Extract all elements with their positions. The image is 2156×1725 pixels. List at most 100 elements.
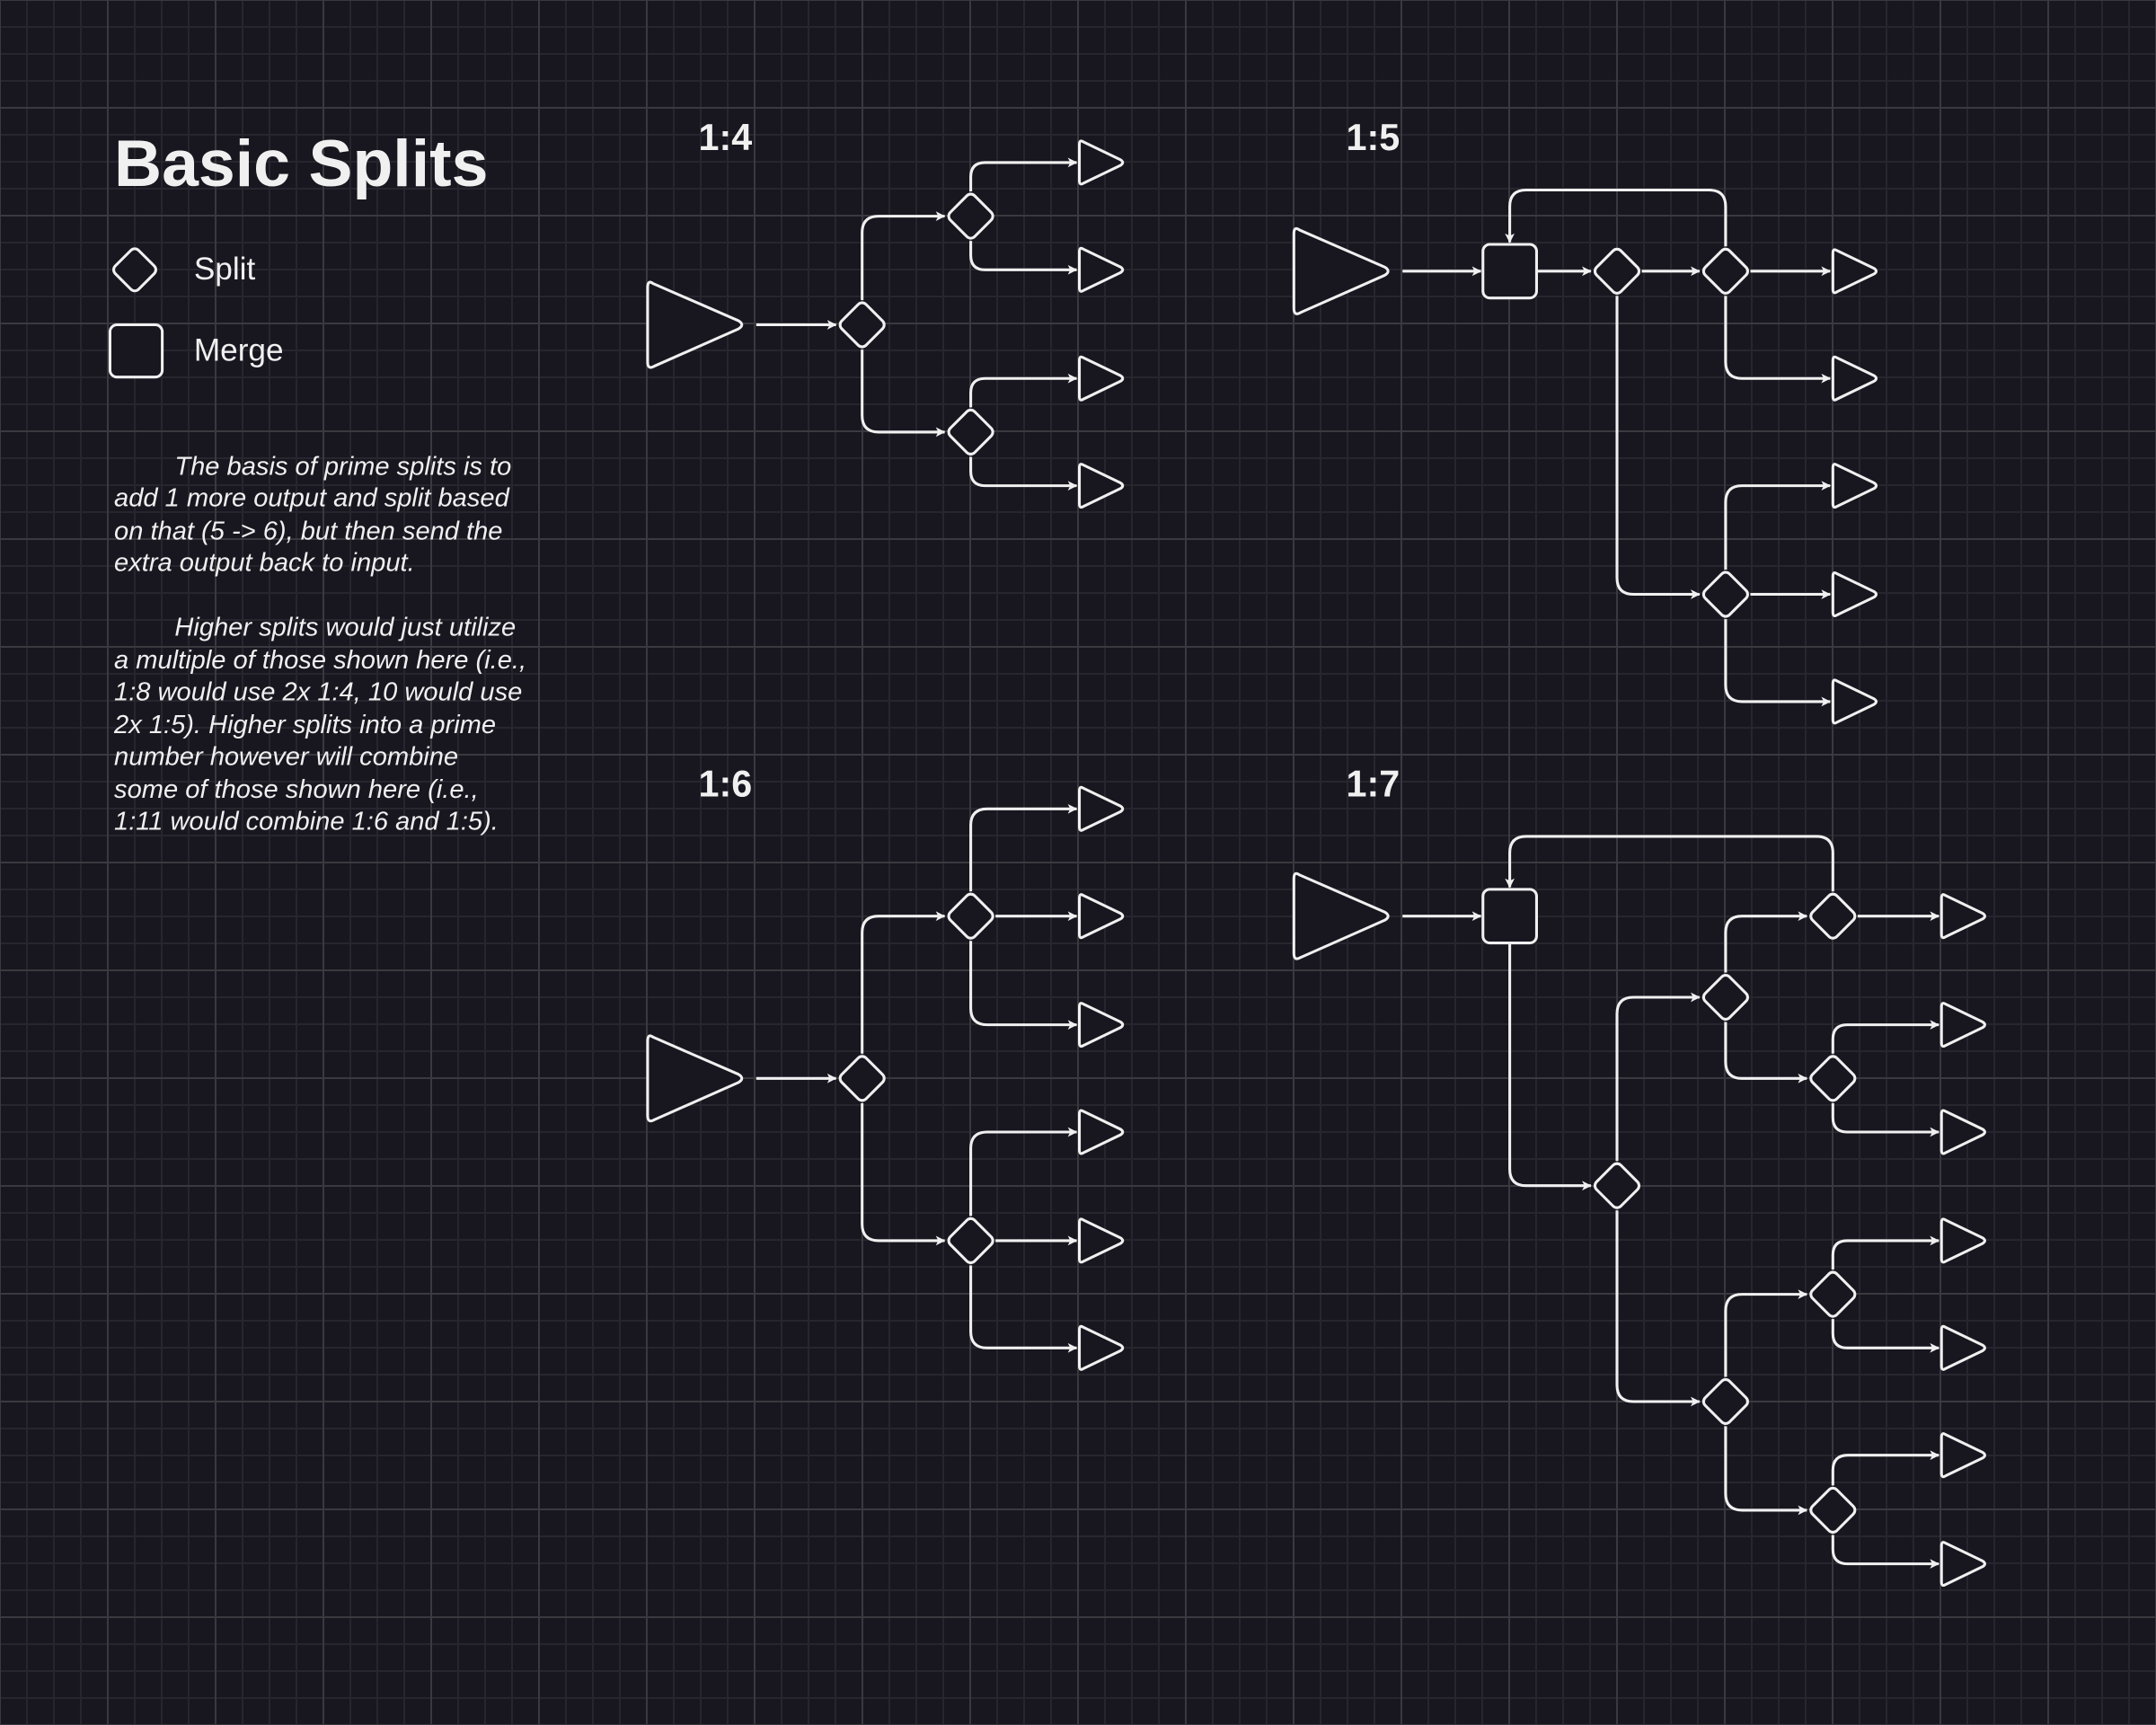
output-triangle [1077,1109,1125,1155]
connector-arrow [1724,1426,1808,1516]
legend: Split Merge [108,247,284,379]
split-diamond [1809,892,1857,940]
connector-arrow [1505,835,1834,892]
output-triangle [1940,1541,1986,1588]
connector-arrow [969,1127,1078,1216]
merge-square-icon [108,323,164,379]
page-title: Basic Splits [114,126,488,200]
description-line: number however will combine [114,742,458,771]
connector-arrow [969,1265,1078,1353]
description-line: a multiple of those shown here (i.e., [114,646,526,675]
split-diamond [947,408,994,456]
split-diamond [1593,247,1641,295]
description-line: 1:11 would combine 1:6 and 1:5). [114,807,499,836]
connector-arrow [969,157,1078,192]
output-triangle [1940,1217,1986,1264]
connector-arrow [1831,1102,1940,1137]
connector-arrow [1615,1210,1701,1407]
description-line: 1:8 would use 2x 1:4, 10 would use [114,677,522,706]
output-triangle [1831,571,1878,618]
description-line: The basis of prime splits is to [174,452,511,481]
output-triangle [1940,1109,1986,1155]
connector-arrow [1724,911,1808,973]
split-diamond [947,192,994,240]
connector-arrow [861,1102,946,1246]
input-source-triangle [1292,226,1390,315]
connector-arrow [1724,1022,1808,1084]
description: The basis of prime splits is to add 1 mo… [113,452,526,836]
output-triangle [1940,1002,1986,1048]
output-triangle [1831,248,1878,295]
connector-arrow [1724,1289,1808,1377]
output-triangle [1077,893,1125,940]
description-line: 2x 1:5). Higher splits into a prime [113,711,496,739]
connector-arrow [969,803,1078,892]
connector-arrow [861,911,946,1054]
connector-arrow [969,941,1078,1030]
split-diamond [1809,1486,1857,1534]
input-source-triangle [646,280,744,369]
split-diamond [1593,1162,1641,1209]
diagram-label-1-5: 1:5 [1346,117,1400,158]
split-diamond [1701,1377,1749,1426]
split-diamond [1701,973,1749,1022]
output-triangle [1077,355,1125,402]
description-line: some of those shown here (i.e., [114,775,479,804]
connector-arrow [969,373,1078,408]
diagram-1-5 [1292,189,1878,725]
diagram-1-6 [646,785,1125,1371]
connector-arrow [1724,481,1832,570]
connector-arrow [861,349,946,438]
connector-arrow [1615,296,1701,599]
merge-square [1481,888,1538,945]
output-triangle [1077,246,1125,293]
split-diamond-icon [112,247,157,293]
split-diamond [1809,1055,1857,1102]
output-triangle [1831,678,1878,725]
split-diamond [1701,247,1749,295]
legend-split-label: Split [194,252,256,287]
split-diamond [947,1216,994,1264]
split-diamond [947,892,994,940]
connector-arrow [1505,189,1727,247]
connector-arrow [969,241,1078,275]
output-triangle [1940,1432,1986,1479]
input-source-triangle [646,1034,744,1123]
diagram-1-7 [1292,835,1986,1588]
input-source-triangle [1292,871,1390,960]
connector-arrow [1831,1235,1940,1270]
split-diamond [838,301,886,349]
output-triangle [1831,355,1878,402]
legend-merge-label: Merge [194,332,284,367]
split-diamond [1701,571,1749,618]
description-line: extra output back to input. [114,549,415,578]
connector-arrow [1724,296,1832,384]
description-line: add 1 more output and split based [114,484,510,513]
connector-arrow [1831,1450,1940,1486]
connector-arrow [1724,619,1832,707]
description-line: Higher splits would just utilize [174,613,516,641]
output-triangle [1940,893,1986,940]
output-triangle [1077,1324,1125,1371]
connector-arrow [969,456,1078,491]
output-triangle [1077,1002,1125,1048]
connector-arrow [1831,1535,1940,1569]
output-triangle [1077,1217,1125,1264]
output-triangle [1831,463,1878,509]
merge-square [1481,243,1538,300]
description-line: on that (5 -> 6), but then send the [114,517,502,545]
connector-arrow [1508,943,1592,1191]
split-diamond [838,1055,886,1102]
output-triangle [1077,463,1125,509]
connector-arrow [1831,1319,1940,1353]
output-triangle [1077,785,1125,832]
diagram-label-1-7: 1:7 [1346,764,1400,805]
connector-arrow [1831,1020,1940,1054]
diagram-label-1-6: 1:6 [699,764,753,805]
output-triangle [1077,139,1125,186]
connector-arrow [1615,992,1701,1162]
diagram-label-1-4: 1:4 [699,117,753,158]
output-triangle [1940,1324,1986,1371]
connector-arrow [861,211,946,300]
